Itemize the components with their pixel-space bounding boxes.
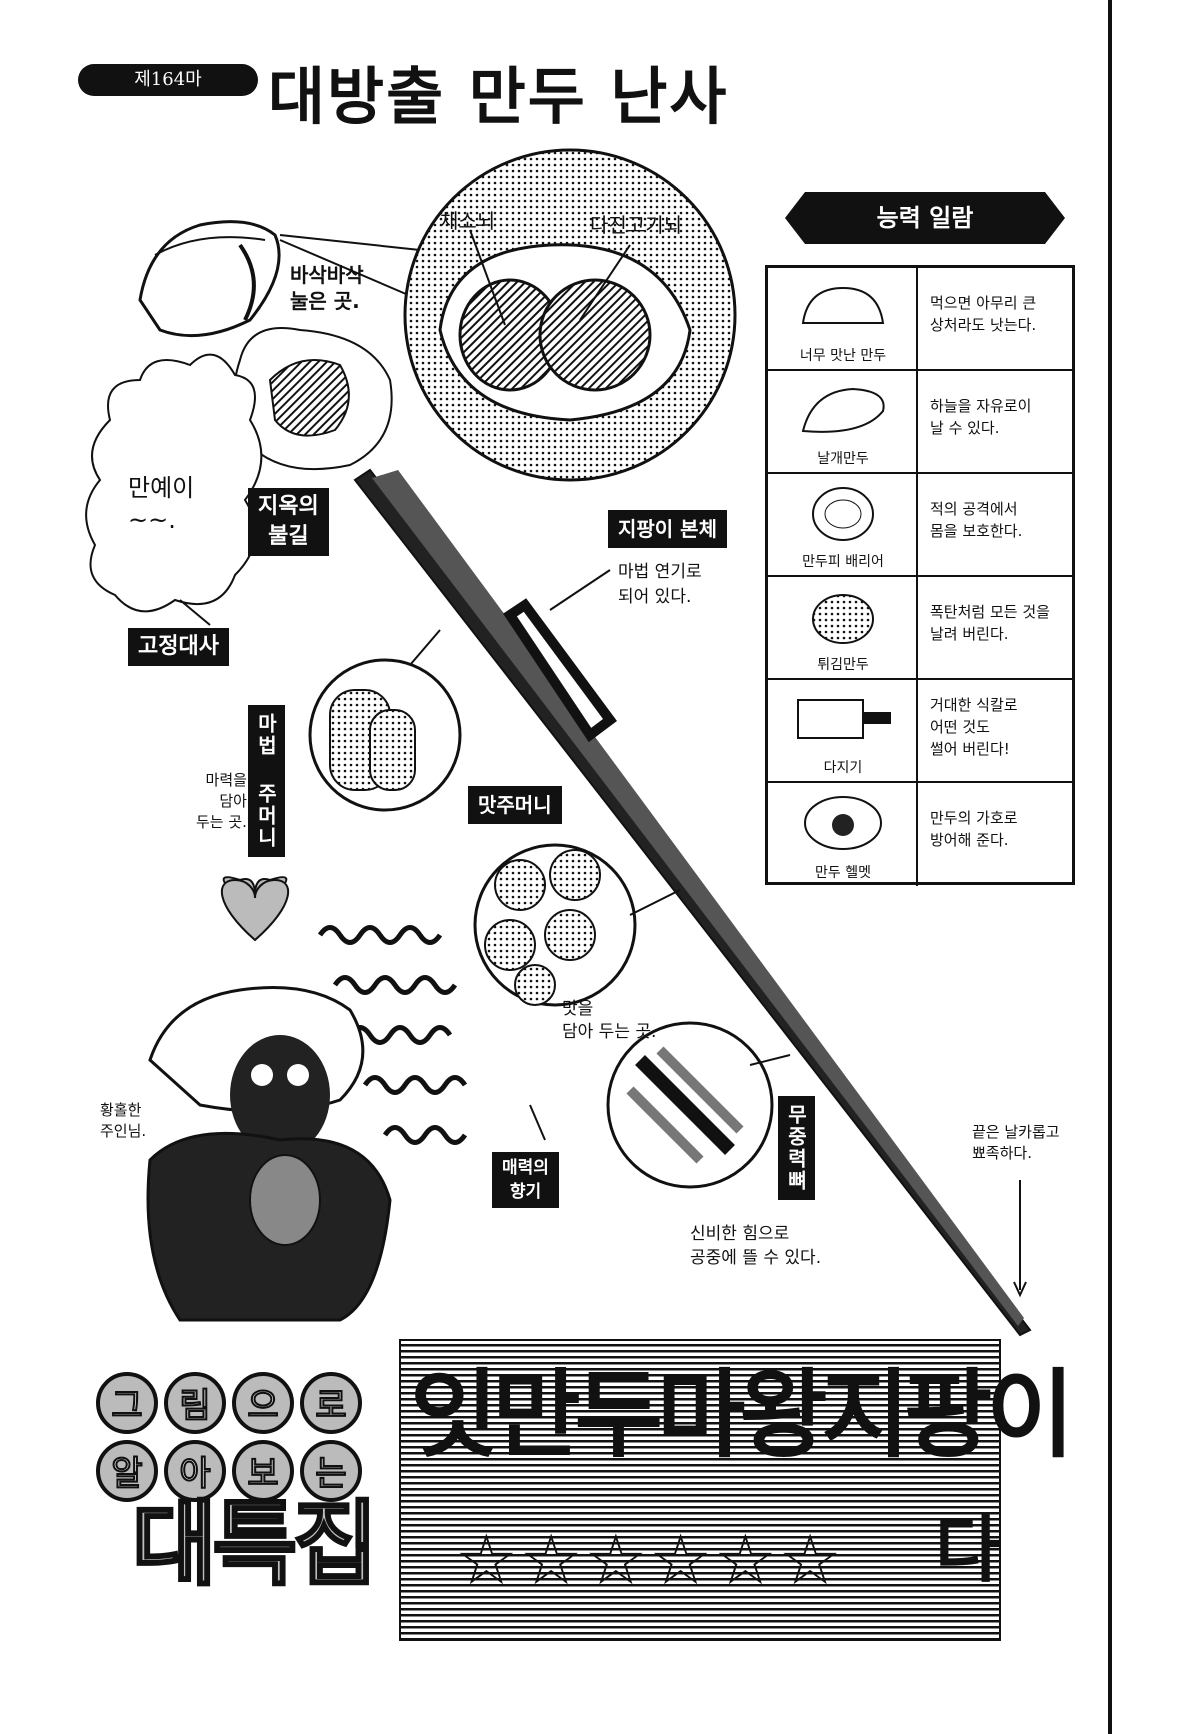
ability-description: 적의 공격에서 몸을 보호한다. xyxy=(930,500,1023,540)
crispy-label: 바삭바삭 눌은 곳. xyxy=(290,263,364,313)
ability-description: 만두의 가호로 방어해 준다. xyxy=(930,809,1018,849)
ability-row: 너무 맛난 만두 먹으면 아무리 큰 상처라도 낫는다. xyxy=(768,268,1072,371)
promo-circle-char: 그 xyxy=(96,1372,158,1434)
pointer-line xyxy=(529,1104,546,1141)
hellfire-tag: 지옥의 불길 xyxy=(248,488,329,556)
ability-description: 하늘을 자유로이 날 수 있다. xyxy=(930,397,1032,437)
dumpling-helmet-icon xyxy=(804,796,882,850)
pointer-line xyxy=(749,1054,791,1066)
ability-name: 튀김만두 xyxy=(817,657,869,673)
ability-list-title: 능력 일람 xyxy=(876,204,974,232)
promo-stars: ☆☆☆☆☆☆ xyxy=(455,1519,844,1601)
antigravity-bone-closeup-icon xyxy=(606,1021,774,1189)
pointer-line xyxy=(279,239,421,301)
ability-row: 튀김만두 폭탄처럼 모든 것을 날려 버린다. xyxy=(768,577,1072,680)
ability-name: 날개만두 xyxy=(817,451,869,467)
ability-banner-shape xyxy=(785,192,1065,244)
special-feature-title: 대특집 xyxy=(131,1490,380,1600)
pointer-line xyxy=(409,629,441,666)
veggie-filling-label: 채소뇌 xyxy=(440,209,496,233)
fried-dumpling-icon xyxy=(812,594,874,644)
crispy-dumpling-icon xyxy=(138,220,281,338)
promo-circle-char: 알 xyxy=(96,1440,158,1502)
meat-filling-label: 다진고기뇌 xyxy=(590,213,682,237)
flavor-pouch-tag: 맛주머니 xyxy=(468,786,562,824)
antigravity-tag: 무중력뼈 xyxy=(778,1096,815,1200)
hellfire-icon xyxy=(232,327,393,471)
promo-circle-char: 로 xyxy=(300,1372,362,1434)
ability-row: 만두 헬멧 만두의 가호로 방어해 준다. xyxy=(768,783,1072,886)
chapter-title: 대방출 만두 난사 xyxy=(268,60,729,133)
staff-body-tag: 지팡이 본체 xyxy=(608,510,727,548)
master-character-icon xyxy=(146,986,392,1322)
barrier-icon xyxy=(812,487,874,541)
winged-dumpling-icon xyxy=(801,387,885,433)
magic-pouch-tag: 마법 주머니 xyxy=(248,705,285,857)
heart-icon xyxy=(220,878,290,942)
ability-table: 너무 맛난 만두 먹으면 아무리 큰 상처라도 낫는다. 날개만두 하늘을 자유… xyxy=(765,265,1075,886)
promo-ending: 다 xyxy=(935,1508,1002,1592)
pointer-line xyxy=(549,569,611,611)
ability-row: 다지기 거대한 식칼로 어떤 것도 썰어 버린다! xyxy=(768,680,1072,783)
staff-body-note: 마법 연기로 되어 있다. xyxy=(618,562,702,607)
promo-striped-panel xyxy=(399,1339,1001,1641)
ability-name: 만두 헬멧 xyxy=(815,865,871,881)
catchphrase-tag: 고정대사 xyxy=(128,628,229,666)
ability-description: 거대한 식칼로 어떤 것도 썰어 버린다! xyxy=(930,696,1018,758)
magic-pouch-closeup-icon xyxy=(308,658,462,812)
flavor-pouch-closeup-icon xyxy=(473,843,637,1007)
magic-staff-icon xyxy=(353,468,1032,1337)
flavor-pouch-note: 맛을 담아 두는 곳. xyxy=(562,999,657,1042)
ability-row: 만두피 배리어 적의 공격에서 몸을 보호한다. xyxy=(768,474,1072,577)
master-note: 황홀한 주인님. xyxy=(100,1101,147,1140)
tip-arrow xyxy=(1013,1281,1027,1298)
aroma-squiggles-icon xyxy=(317,925,468,1145)
filling-cross-section-icon xyxy=(403,148,737,482)
ability-description: 폭탄처럼 모든 것을 날려 버린다. xyxy=(930,603,1050,643)
chapter-number-badge: 제164마 xyxy=(78,64,258,96)
pointer-line xyxy=(629,889,681,916)
pointer-line xyxy=(279,234,421,251)
dumpling-icon xyxy=(801,286,885,324)
promo-circle-char: 보 xyxy=(232,1440,294,1502)
magic-pouch-note: 마력을 담아 두는 곳. xyxy=(196,771,247,831)
cleaver-icon xyxy=(797,699,891,739)
promo-circle-char: 으 xyxy=(232,1372,294,1434)
antigravity-note: 신비한 힘으로 공중에 뜰 수 있다. xyxy=(690,1224,822,1268)
promo-circle-char: 는 xyxy=(300,1440,362,1502)
ability-row: 날개만두 하늘을 자유로이 날 수 있다. xyxy=(768,371,1072,474)
promo-circle-char: 림 xyxy=(164,1372,226,1434)
aroma-tag: 매력의 향기 xyxy=(492,1152,559,1208)
promo-headline: 잇만두마왕지팡이 xyxy=(410,1359,1075,1471)
ability-name: 너무 맛난 만두 xyxy=(799,348,887,364)
pointer-line xyxy=(579,244,631,321)
ability-name: 다지기 xyxy=(823,760,863,776)
pointer-line xyxy=(179,599,211,626)
page-border-line xyxy=(1108,0,1112,1734)
ability-description: 먹으면 아무리 큰 상처라도 낫는다. xyxy=(930,294,1037,334)
promo-circle-char: 아 xyxy=(164,1440,226,1502)
staff-tip-note: 끝은 날카롭고 뾰족하다. xyxy=(972,1123,1060,1162)
ability-name: 만두피 배리어 xyxy=(802,554,884,570)
thought-bubble-text: 만예이 ~~. xyxy=(128,474,195,534)
pointer-line xyxy=(469,229,506,326)
